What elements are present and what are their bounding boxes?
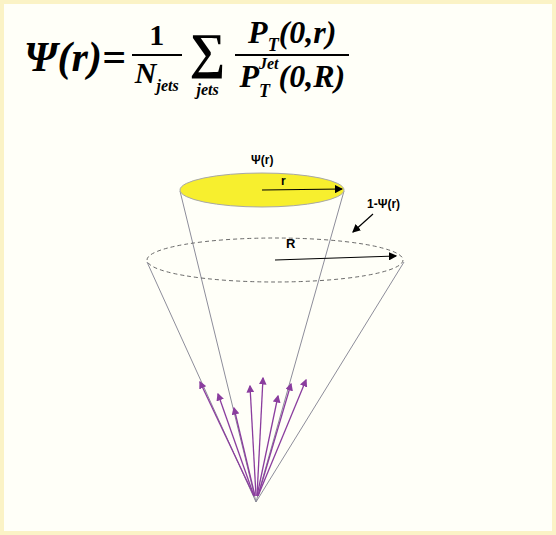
formula-term: 1 <box>149 20 164 50</box>
formula-subscript: jets <box>157 78 179 94</box>
formula-term: Ψ(r)= <box>24 36 126 78</box>
radius-label: r <box>281 175 286 187</box>
formula-term: (0,R) <box>278 60 345 92</box>
formula-subscript: T <box>268 36 279 54</box>
fraction-bar <box>235 54 349 56</box>
region-label: Ψ(r) <box>251 154 273 166</box>
page-ground <box>4 4 552 531</box>
sum-symbol: ∑ <box>190 26 226 76</box>
dashed-ellipse: R <box>146 237 404 283</box>
formula-subscript: jets <box>196 82 218 98</box>
yellow-disc: Ψ(r)r <box>179 172 345 208</box>
radius-label: R <box>286 237 295 250</box>
formula-term: P <box>239 60 259 92</box>
yellow-disc-outline <box>179 172 345 208</box>
formula-subscript: T <box>259 82 270 100</box>
region-label: 1-Ψ(r) <box>367 198 400 210</box>
formula-term: (0,r) <box>279 16 337 48</box>
formula-term: P <box>248 16 268 48</box>
formula-superscript: Jet <box>259 56 279 72</box>
fraction-bar <box>132 54 182 56</box>
formula-term: N <box>135 58 157 88</box>
dashed-ellipse-outline <box>146 237 404 283</box>
